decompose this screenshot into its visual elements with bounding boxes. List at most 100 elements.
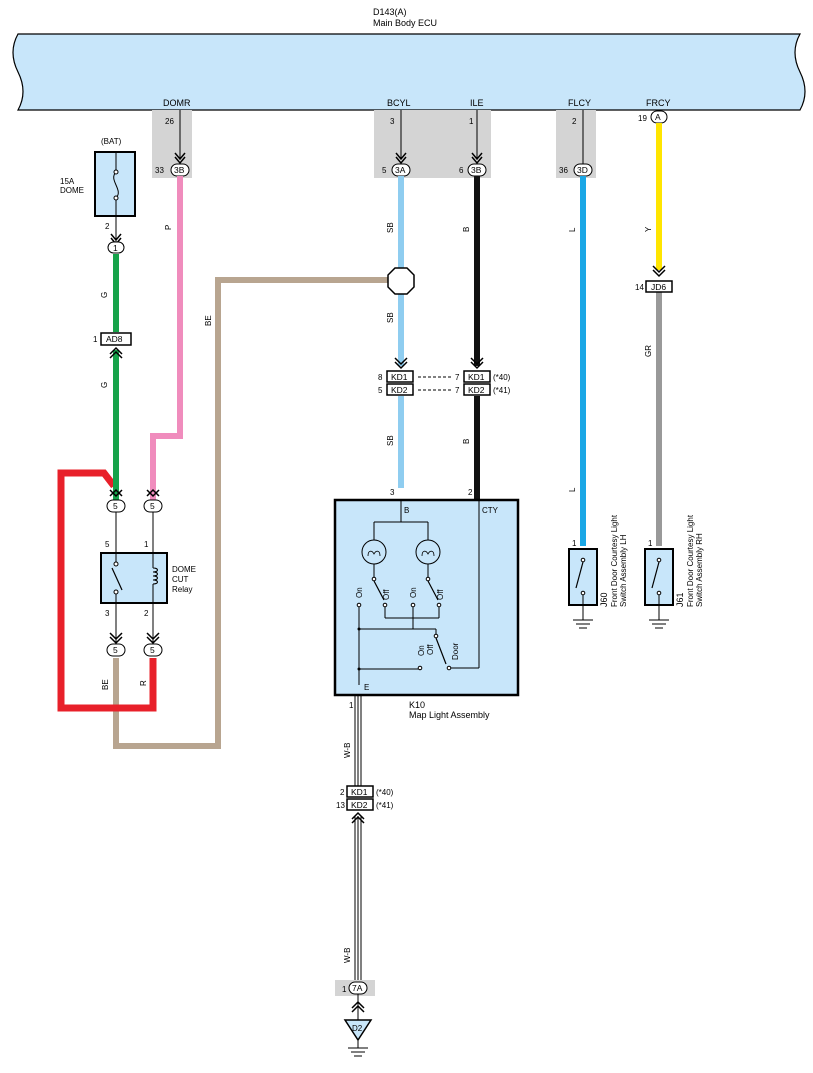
- svg-text:3B: 3B: [471, 165, 482, 175]
- svg-text:B: B: [462, 227, 471, 232]
- svg-text:5: 5: [105, 540, 110, 549]
- svg-text:5: 5: [378, 386, 383, 395]
- svg-text:Door: Door: [451, 642, 460, 660]
- svg-text:5: 5: [113, 645, 118, 655]
- svg-text:3: 3: [390, 488, 395, 497]
- svg-text:JD6: JD6: [651, 282, 666, 292]
- svg-text:1: 1: [144, 540, 149, 549]
- svg-text:G: G: [100, 292, 109, 298]
- ground-d2: 1 7A D2: [335, 980, 375, 1057]
- pin-name-frcy: FRCY: [646, 98, 671, 108]
- svg-text:SB: SB: [386, 435, 395, 446]
- svg-text:(*41): (*41): [493, 386, 511, 395]
- connector-ad8: [100, 332, 132, 346]
- svg-text:J61: J61: [675, 592, 685, 607]
- pin-name-bcyl: BCYL: [387, 98, 411, 108]
- svg-text:CUT: CUT: [172, 575, 189, 584]
- svg-text:On: On: [355, 587, 364, 598]
- ecu-body: [12, 33, 806, 111]
- svg-text:2: 2: [340, 788, 345, 797]
- svg-text:J60: J60: [599, 592, 609, 607]
- svg-text:(*41): (*41): [376, 801, 394, 810]
- svg-text:5: 5: [382, 166, 387, 175]
- junction-kd-lower: 2 KD1 (*40) 13 KD2 (*41): [336, 785, 394, 824]
- svg-text:7: 7: [455, 373, 460, 382]
- svg-text:2: 2: [144, 609, 149, 618]
- svg-text:W-B: W-B: [343, 948, 352, 963]
- svg-text:AD8: AD8: [106, 334, 123, 344]
- svg-text:Map Light Assembly: Map Light Assembly: [409, 710, 490, 720]
- connector-ile: 6 3B: [459, 163, 487, 177]
- junction-kd-upper: 8 KD1 5 KD2 7 KD1 (*40) 7 KD2 (*41): [378, 357, 511, 396]
- connector-jd6: 14 JD6: [635, 265, 673, 293]
- svg-text:1: 1: [93, 335, 98, 344]
- pin-num-ile: 1: [469, 117, 474, 126]
- svg-text:D2: D2: [352, 1024, 363, 1033]
- svg-text:8: 8: [378, 373, 383, 382]
- svg-text:L: L: [568, 227, 577, 232]
- svg-text:6: 6: [459, 166, 464, 175]
- svg-text:14: 14: [635, 283, 644, 292]
- svg-text:KD2: KD2: [468, 385, 485, 395]
- svg-text:R: R: [139, 680, 148, 686]
- svg-text:A: A: [655, 112, 661, 122]
- svg-text:P: P: [164, 225, 173, 230]
- svg-text:5: 5: [150, 501, 155, 511]
- svg-text:Front Door Courtesy Light: Front Door Courtesy Light: [686, 514, 695, 607]
- svg-text:W-B: W-B: [343, 743, 352, 758]
- fuse-name: DOME: [60, 186, 84, 195]
- svg-text:BE: BE: [101, 679, 110, 690]
- svg-text:Off: Off: [436, 589, 445, 600]
- switch-j60: 1 J60 Front Door Courtesy Light Switch A…: [568, 514, 628, 629]
- pin-name-ile: ILE: [470, 98, 484, 108]
- svg-text:1: 1: [648, 539, 653, 548]
- svg-text:5: 5: [150, 645, 155, 655]
- svg-text:1: 1: [349, 701, 354, 710]
- pin-num-bcyl: 3: [390, 117, 395, 126]
- svg-text:Front Door Courtesy Light: Front Door Courtesy Light: [610, 514, 619, 607]
- fuse-source: (BAT): [101, 137, 122, 146]
- svg-text:On: On: [417, 645, 426, 656]
- pin-num-frcy: 19: [638, 114, 647, 123]
- fuse-dome: [94, 151, 136, 217]
- svg-text:1: 1: [342, 985, 347, 994]
- svg-text:DOME: DOME: [172, 565, 196, 574]
- switch-j61: 1 J61 Front Door Courtesy Light Switch A…: [644, 514, 704, 629]
- svg-text:Off: Off: [382, 589, 391, 600]
- svg-text:Off: Off: [426, 644, 435, 655]
- connector-flcy: 36 3D: [559, 163, 593, 177]
- svg-text:Switch Assembly RH: Switch Assembly RH: [695, 533, 704, 607]
- svg-text:1: 1: [113, 243, 118, 253]
- svg-text:7: 7: [455, 386, 460, 395]
- svg-text:CTY: CTY: [482, 506, 499, 515]
- connector-frcy: A: [650, 110, 668, 124]
- pin-num-domr: 26: [165, 117, 174, 126]
- svg-text:5: 5: [113, 501, 118, 511]
- svg-text:Y: Y: [644, 226, 653, 232]
- svg-text:KD2: KD2: [391, 385, 408, 395]
- svg-text:GR: GR: [644, 345, 653, 357]
- svg-text:B: B: [404, 506, 409, 515]
- connector-bcyl: 5 3A: [382, 163, 411, 177]
- svg-text:BE: BE: [204, 315, 213, 326]
- svg-text:K10: K10: [409, 700, 425, 710]
- svg-text:KD1: KD1: [468, 372, 485, 382]
- svg-text:KD1: KD1: [391, 372, 408, 382]
- svg-text:36: 36: [559, 166, 568, 175]
- map-light-assembly: 3 2 B CTY On Off On Off: [333, 488, 520, 720]
- svg-text:7A: 7A: [352, 983, 363, 993]
- ecu-code: D143(A): [373, 7, 407, 17]
- svg-text:3B: 3B: [174, 165, 185, 175]
- svg-text:On: On: [409, 587, 418, 598]
- pin-name-domr: DOMR: [163, 98, 191, 108]
- svg-text:(*40): (*40): [493, 373, 511, 382]
- svg-text:E: E: [364, 683, 369, 692]
- wire-w-b-upper: [354, 695, 362, 786]
- svg-text:3: 3: [105, 609, 110, 618]
- svg-text:Switch Assembly LH: Switch Assembly LH: [619, 534, 628, 607]
- svg-text:3A: 3A: [395, 165, 406, 175]
- svg-text:(*40): (*40): [376, 788, 394, 797]
- wire-be: [113, 277, 388, 749]
- svg-text:13: 13: [336, 801, 345, 810]
- pin-name-flcy: FLCY: [568, 98, 591, 108]
